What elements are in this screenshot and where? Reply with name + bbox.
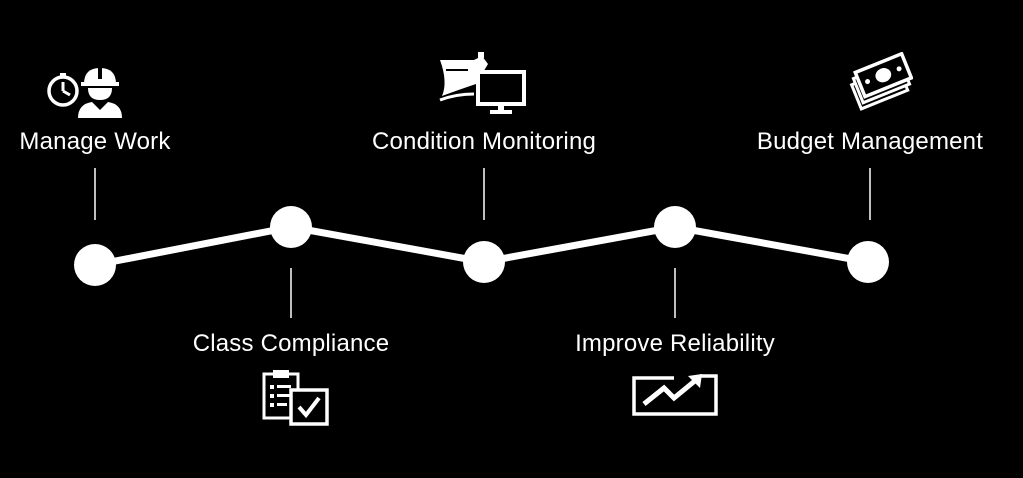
ship-monitor-icon: [439, 52, 526, 114]
node-manage-work: [74, 244, 116, 286]
checklist-icon: [262, 370, 329, 426]
node-condition-monitoring: [463, 241, 505, 283]
label-budget-management: Budget Management: [756, 128, 984, 155]
label-class-compliance: Class Compliance: [192, 330, 390, 357]
clock-worker-icon: [47, 67, 122, 118]
label-manage-work: Manage Work: [19, 128, 171, 155]
label-improve-reliability: Improve Reliability: [575, 330, 775, 357]
label-condition-monitoring: Condition Monitoring: [371, 128, 597, 155]
node-class-compliance: [270, 206, 312, 248]
node-improve-reliability: [654, 206, 696, 248]
money-icon: [849, 52, 913, 111]
trend-up-icon: [632, 374, 718, 416]
node-budget-management: [847, 241, 889, 283]
